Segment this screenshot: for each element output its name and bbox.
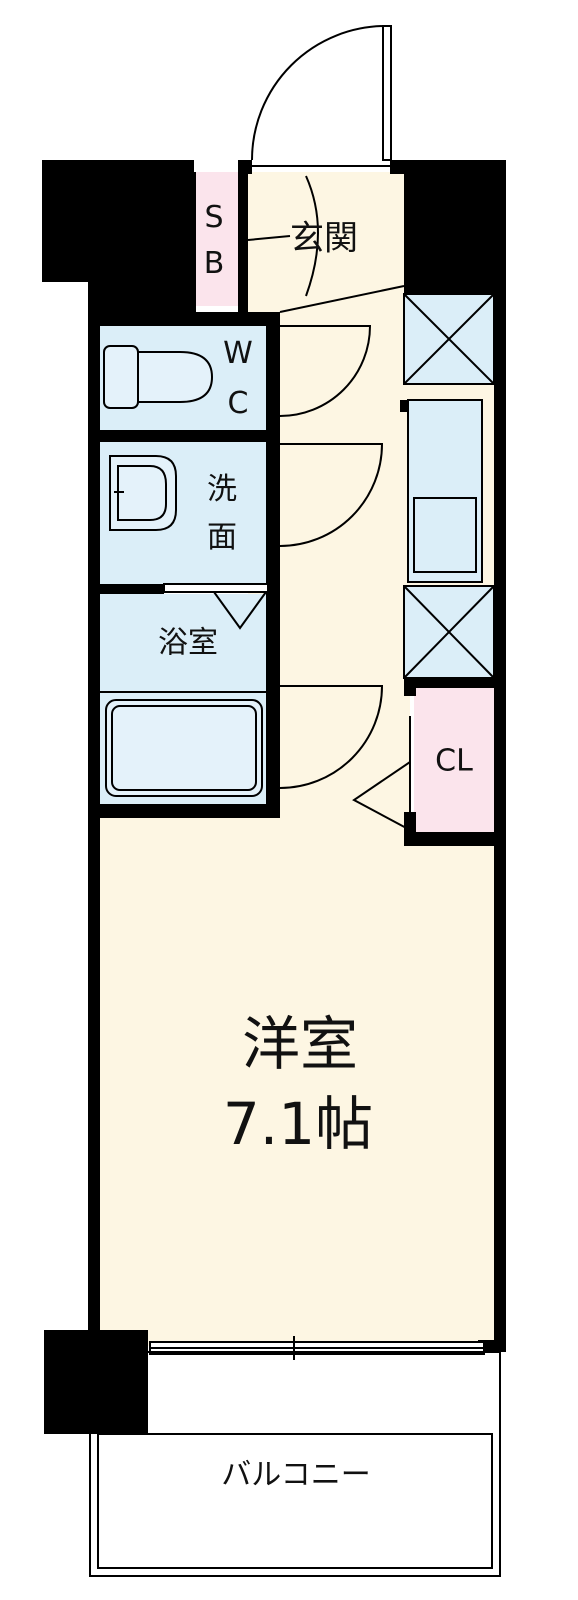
closet-floor [414, 684, 494, 834]
wall-top-right-block [404, 160, 506, 294]
wall-sb-right [238, 172, 248, 312]
sb-leader-line [247, 235, 291, 241]
wall-cl-left [404, 678, 416, 696]
balcony-railing [89, 1351, 501, 1577]
washbasin [109, 455, 177, 531]
balcony-floor [90, 1352, 500, 1576]
wall-wet-right [266, 316, 280, 816]
wall-wc-wash [96, 430, 280, 442]
wall-left-exterior [88, 316, 100, 1346]
hall-lower-floor [280, 680, 410, 820]
label-bathroom: 浴室 [158, 626, 218, 661]
wall-cl-top [404, 678, 494, 688]
wall-above-wc [96, 312, 280, 326]
entrance-step-arc [305, 175, 319, 297]
washroom-door-swing [279, 443, 384, 547]
room-door-swing [279, 685, 384, 789]
wall-top-left-column [88, 160, 194, 320]
wall-entry-top-left [238, 160, 252, 174]
shoe-box-floor [194, 172, 238, 306]
western-room-floor [96, 818, 496, 1346]
wall-sb-left [190, 172, 196, 312]
washbasin-bowl [117, 465, 167, 521]
entrance-step-line [279, 285, 405, 313]
wall-entry-top-right [390, 160, 408, 174]
kitchen-upper-cross-b [403, 293, 495, 385]
label-balcony: バルコニー [221, 1458, 370, 1493]
wall-bottom-left-block [44, 1330, 148, 1434]
label-western-room-size: 7.1帖 [223, 1090, 373, 1158]
closet-door-swing [352, 761, 411, 831]
toilet-tank [103, 345, 139, 409]
wall-wash-bath [96, 584, 164, 594]
label-western-room: 洋室 [242, 1010, 358, 1078]
entrance-door-swing [251, 25, 387, 161]
wall-right-exterior [494, 290, 506, 1352]
toilet-bowl [137, 351, 214, 403]
bathtub-inner [111, 705, 257, 791]
bath-door-swing [213, 591, 267, 630]
label-closet: CL [435, 744, 473, 779]
label-entrance: 玄関 [290, 219, 358, 259]
entrance-door-leaf [382, 25, 392, 161]
kitchen-sink [413, 497, 477, 573]
wall-bath-bottom [96, 804, 280, 818]
kitchen-lower-cross-b [403, 585, 495, 679]
bath-door-track [163, 583, 269, 593]
wall-kitchen-left [400, 400, 408, 412]
label-washroom: 洗面 [207, 472, 237, 555]
wall-cl-bottom [404, 832, 498, 846]
balcony-railing-inner [97, 1433, 493, 1569]
bathtub [105, 699, 263, 797]
wc-door-swing [279, 325, 372, 417]
